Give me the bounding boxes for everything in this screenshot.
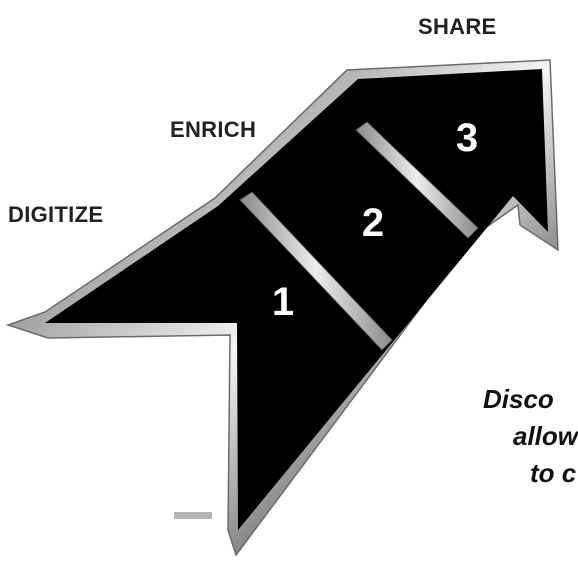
stage-label-digitize: DIGITIZE	[8, 202, 104, 227]
caption-line-3: to c	[530, 458, 577, 488]
caption-line-2: allow	[513, 421, 578, 451]
caption-line-1: Disco	[483, 384, 554, 414]
decorative-mark	[174, 512, 212, 519]
separator-bar-2	[355, 121, 479, 239]
step-number-1: 1	[272, 280, 294, 324]
stage-label-enrich: ENRICH	[170, 117, 257, 142]
step-number-2: 2	[362, 201, 384, 245]
stage-label-share: SHARE	[418, 14, 497, 39]
separator-bar-1	[239, 191, 393, 351]
step-number-3: 3	[456, 116, 478, 160]
